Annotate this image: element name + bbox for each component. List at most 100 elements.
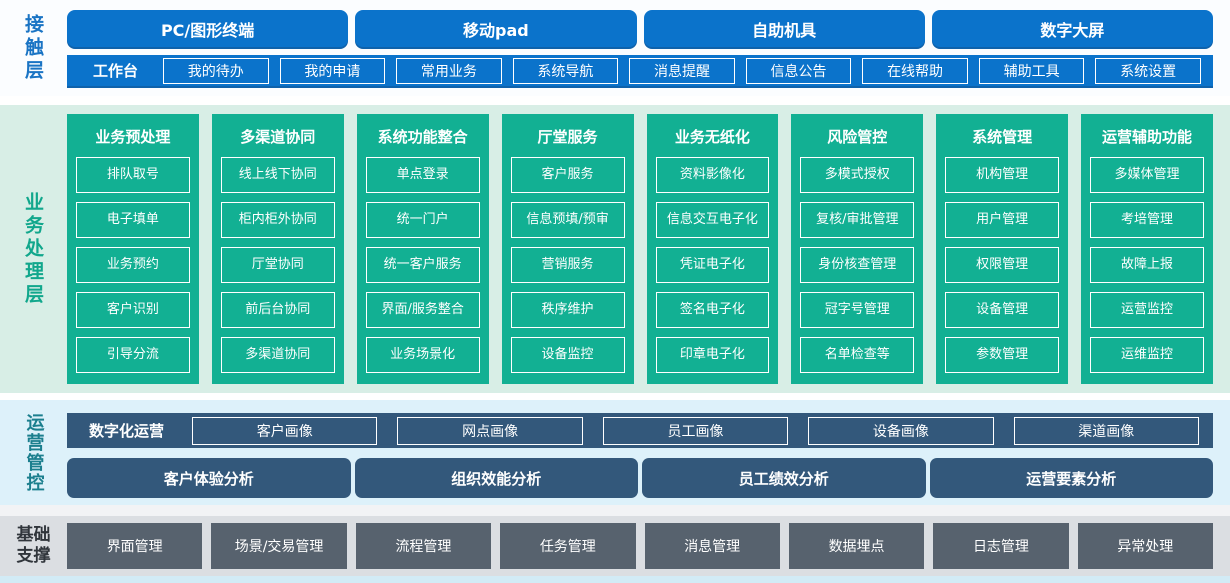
column-system-integration: 系统功能整合 单点登录 统一门户 统一客户服务 界面/服务整合 业务场景化 xyxy=(356,114,489,384)
column-pre-processing: 业务预处理 排队取号 电子填单 业务预约 客户识别 引导分流 xyxy=(67,114,199,384)
operations-layer-label-col: 运营管控 xyxy=(0,400,67,505)
section-divider xyxy=(0,96,1230,105)
business-layer-content: 业务预处理 排队取号 电子填单 业务预约 客户识别 引导分流 多渠道协同 线上线… xyxy=(67,105,1230,393)
column-items: 客户服务 信息预填/预审 营销服务 秩序维护 设备监控 xyxy=(510,157,625,373)
digital-operations-label: 数字化运营 xyxy=(89,422,165,440)
item-organization-mgmt: 机构管理 xyxy=(945,157,1060,193)
column-title: 厅堂服务 xyxy=(537,128,598,146)
column-title: 运营辅助功能 xyxy=(1102,128,1193,146)
operations-layer-label: 运营管控 xyxy=(23,412,45,493)
column-risk-control: 风险管控 多模式授权 复核/审批管理 身份核查管理 冠字号管理 名单检查等 xyxy=(791,114,924,384)
item-parameter-mgmt: 参数管理 xyxy=(945,337,1060,373)
item-customer-service: 客户服务 xyxy=(510,157,625,193)
item-multimedia-mgmt: 多媒体管理 xyxy=(1090,157,1204,193)
analysis-row: 客户体验分析 组织效能分析 员工绩效分析 运营要素分析 xyxy=(67,458,1213,498)
item-list-checking: 名单检查等 xyxy=(800,337,915,373)
item-e-voucher: 凭证电子化 xyxy=(655,247,770,283)
item-e-seal: 印章电子化 xyxy=(655,337,770,373)
workbench-item-common-business: 常用业务 xyxy=(396,57,502,84)
business-layer-label: 业务处理层 xyxy=(22,191,44,307)
column-multichannel: 多渠道协同 线上线下协同 柜内柜外协同 厅堂协同 前后台协同 多渠道协同 xyxy=(211,114,344,384)
item-channel-profile: 渠道画像 xyxy=(1013,416,1199,445)
column-items: 线上线下协同 柜内柜外协同 厅堂协同 前后台协同 多渠道协同 xyxy=(220,157,335,373)
item-document-imaging: 资料影像化 xyxy=(655,157,770,193)
item-data-tracking: 数据埋点 xyxy=(788,523,925,569)
operations-layer-section: 运营管控 数字化运营 客户画像 网点画像 员工画像 设备画像 渠道画像 客户体验… xyxy=(0,400,1230,505)
item-serial-number-mgmt: 冠字号管理 xyxy=(800,292,915,328)
item-e-signature: 签名电子化 xyxy=(655,292,770,328)
item-marketing-service: 营销服务 xyxy=(510,247,625,283)
item-operations-monitoring: 运营监控 xyxy=(1090,292,1204,328)
workbench-bar: 工作台 我的待办 我的申请 常用业务 系统导航 消息提醒 信息公告 在线帮助 辅… xyxy=(67,55,1213,88)
item-e-form: 电子填单 xyxy=(76,202,190,238)
bottom-strip xyxy=(0,576,1230,583)
item-info-prefill: 信息预填/预审 xyxy=(510,202,625,238)
column-paperless: 业务无纸化 资料影像化 信息交互电子化 凭证电子化 签名电子化 印章电子化 xyxy=(646,114,779,384)
column-title: 业务预处理 xyxy=(95,128,171,146)
item-counter-coordination: 柜内柜外协同 xyxy=(220,202,335,238)
section-divider xyxy=(0,505,1230,516)
contact-layer-section: 接触层 PC/图形终端 移动pad 自助机具 数字大屏 工作台 我的待办 我的申… xyxy=(0,0,1230,96)
item-unified-portal: 统一门户 xyxy=(365,202,480,238)
workbench-item-system-settings: 系统设置 xyxy=(1095,57,1201,84)
column-items: 多媒体管理 考培管理 故障上报 运营监控 运维监控 xyxy=(1090,157,1204,373)
item-branch-profile: 网点画像 xyxy=(397,416,583,445)
item-appointment: 业务预约 xyxy=(76,247,190,283)
analysis-operational-factors: 运营要素分析 xyxy=(929,458,1213,498)
business-layer-label-col: 业务处理层 xyxy=(0,105,67,393)
workbench-item-message-alert: 消息提醒 xyxy=(629,57,735,84)
item-order-maintenance: 秩序维护 xyxy=(510,292,625,328)
item-electronic-interaction: 信息交互电子化 xyxy=(655,202,770,238)
business-layer-section: 业务处理层 业务预处理 排队取号 电子填单 业务预约 客户识别 引导分流 多渠道… xyxy=(0,105,1230,393)
column-title: 风险管控 xyxy=(827,128,888,146)
item-business-scenario: 业务场景化 xyxy=(365,337,480,373)
item-scenario-transaction-mgmt: 场景/交易管理 xyxy=(211,523,347,569)
column-items: 多模式授权 复核/审批管理 身份核查管理 冠字号管理 名单检查等 xyxy=(800,157,915,373)
operations-layer-content: 数字化运营 客户画像 网点画像 员工画像 设备画像 渠道画像 客户体验分析 组织… xyxy=(67,400,1230,505)
foundation-layer-section: 基础支撑 界面管理 场景/交易管理 流程管理 任务管理 消息管理 数据埋点 日志… xyxy=(0,516,1230,576)
column-title: 多渠道协同 xyxy=(240,128,316,146)
foundation-layer-label: 基础支撑 xyxy=(16,524,51,566)
workbench-item-todo: 我的待办 xyxy=(163,57,269,84)
column-title: 业务无纸化 xyxy=(674,128,750,146)
foundation-layer-label-col: 基础支撑 xyxy=(0,525,67,568)
contact-layer-content: PC/图形终端 移动pad 自助机具 数字大屏 工作台 我的待办 我的申请 常用… xyxy=(67,0,1230,96)
column-title: 系统管理 xyxy=(972,128,1033,146)
item-customer-profile: 客户画像 xyxy=(192,416,378,445)
analysis-customer-experience: 客户体验分析 xyxy=(67,458,351,498)
item-employee-profile: 员工画像 xyxy=(602,416,789,445)
item-training-mgmt: 考培管理 xyxy=(1090,202,1204,238)
item-hall-coordination: 厅堂协同 xyxy=(220,247,335,283)
terminal-mobile-pad: 移动pad xyxy=(355,10,637,47)
column-title: 系统功能整合 xyxy=(377,128,468,146)
item-message-mgmt: 消息管理 xyxy=(644,523,780,569)
terminal-row: PC/图形终端 移动pad 自助机具 数字大屏 xyxy=(67,10,1213,47)
item-permission-mgmt: 权限管理 xyxy=(945,247,1060,283)
item-device-profile: 设备画像 xyxy=(808,416,994,445)
analysis-organizational-efficiency: 组织效能分析 xyxy=(354,458,638,498)
item-device-monitoring: 设备监控 xyxy=(510,337,625,373)
workbench-item-applications: 我的申请 xyxy=(279,57,386,84)
column-system-management: 系统管理 机构管理 用户管理 权限管理 设备管理 参数管理 xyxy=(936,114,1069,384)
terminal-digital-screen: 数字大屏 xyxy=(931,10,1213,47)
item-customer-recognition: 客户识别 xyxy=(76,292,190,328)
column-items: 机构管理 用户管理 权限管理 设备管理 参数管理 xyxy=(945,157,1060,373)
column-items: 排队取号 电子填单 业务预约 客户识别 引导分流 xyxy=(76,157,190,373)
contact-layer-label: 接触层 xyxy=(22,13,44,83)
item-task-mgmt: 任务管理 xyxy=(500,523,636,569)
column-items: 单点登录 统一门户 统一客户服务 界面/服务整合 业务场景化 xyxy=(365,157,480,373)
column-items: 资料影像化 信息交互电子化 凭证电子化 签名电子化 印章电子化 xyxy=(655,157,770,373)
section-divider xyxy=(0,393,1230,400)
item-single-sign-on: 单点登录 xyxy=(365,157,480,193)
workbench-item-announcements: 信息公告 xyxy=(745,57,852,84)
item-online-offline: 线上线下协同 xyxy=(220,157,335,193)
item-queue-number: 排队取号 xyxy=(76,157,190,193)
column-hall-service: 厅堂服务 客户服务 信息预填/预审 营销服务 秩序维护 设备监控 xyxy=(501,114,634,384)
item-user-mgmt: 用户管理 xyxy=(945,202,1060,238)
foundation-items: 界面管理 场景/交易管理 流程管理 任务管理 消息管理 数据埋点 日志管理 异常… xyxy=(67,523,1213,569)
item-log-mgmt: 日志管理 xyxy=(933,523,1069,569)
item-ui-mgmt: 界面管理 xyxy=(67,523,203,569)
digital-operations-bar: 数字化运营 客户画像 网点画像 员工画像 设备画像 渠道画像 xyxy=(67,413,1213,448)
business-columns: 业务预处理 排队取号 电子填单 业务预约 客户识别 引导分流 多渠道协同 线上线… xyxy=(67,114,1213,384)
item-fault-report: 故障上报 xyxy=(1090,247,1204,283)
